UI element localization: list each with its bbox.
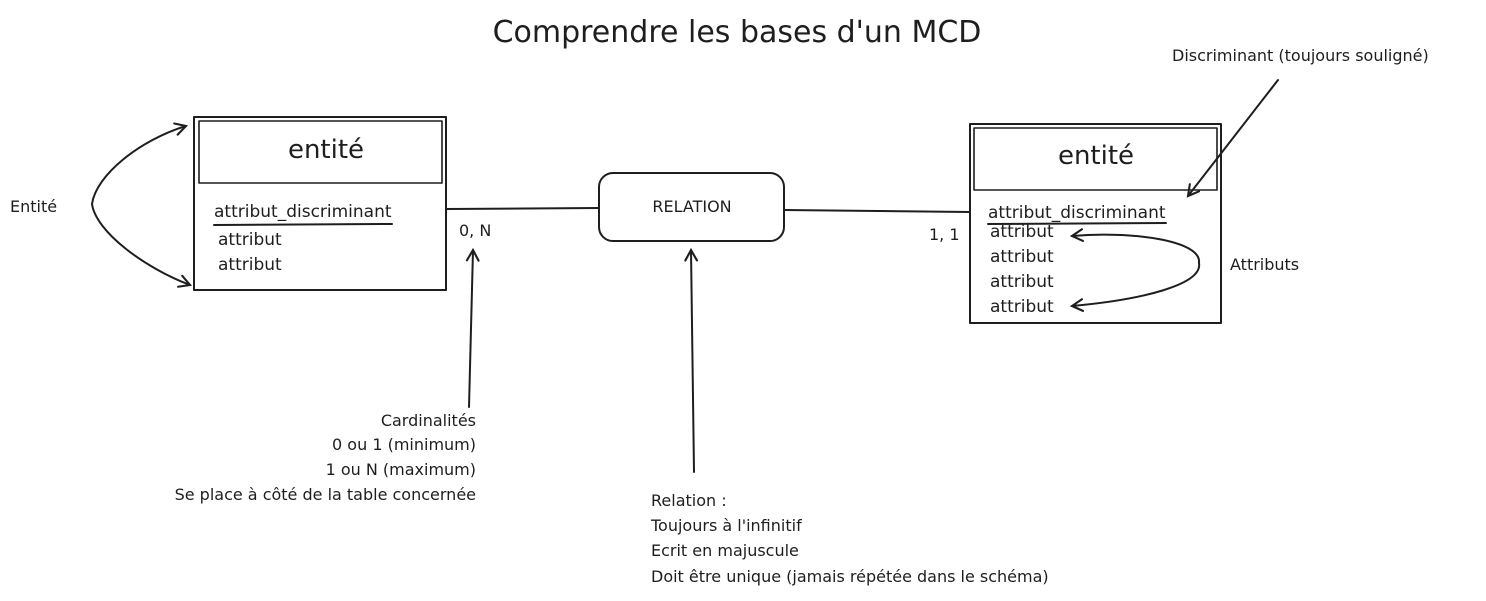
relation-note-line-1: Toujours à l'infinitif [650, 516, 802, 535]
relation-note: Relation : Toujours à l'infinitif Ecrit … [650, 491, 1049, 586]
entity-left-attr-0: attribut_discriminant [214, 202, 392, 222]
entity-left[interactable]: entité attribut_discriminant attribut at… [193, 116, 447, 291]
entity-right[interactable]: entité attribut_discriminant attribut at… [969, 123, 1222, 324]
discriminant-underline-right [987, 222, 1167, 225]
cardinalities-note-line-0: Cardinalités [381, 411, 476, 430]
entity-right-box [969, 123, 1222, 324]
cardinality-left: 0, N [459, 221, 491, 240]
entity-right-attr-3: attribut [990, 272, 1054, 292]
cardinality-right: 1, 1 [929, 225, 960, 244]
discriminant-arrow [1186, 79, 1279, 198]
cardinalities-note-line-2: 1 ou N (maximum) [326, 460, 476, 479]
link-left [445, 207, 600, 210]
relation-note-line-3: Doit être unique (jamais répétée dans le… [651, 567, 1049, 586]
label-entity: Entité [10, 197, 57, 216]
label-attributes: Attributs [1230, 255, 1299, 274]
cardinality-arrow [465, 247, 480, 408]
entity-left-box [193, 116, 447, 291]
relation-note-line-2: Ecrit en majuscule [651, 541, 799, 560]
cardinalities-note-line-1: 0 ou 1 (minimum) [332, 435, 476, 454]
label-discriminant: Discriminant (toujours souligné) [1172, 46, 1429, 65]
relation-arrow [684, 247, 699, 473]
discriminant-underline-left [213, 223, 393, 226]
entity-left-attr-2: attribut [218, 255, 282, 275]
relation-name: RELATION [652, 197, 731, 216]
page-title: Comprendre les bases d'un MCD [493, 15, 982, 50]
entity-left-header [198, 120, 443, 184]
entity-arrow-bottom [91, 203, 193, 288]
link-right [783, 209, 971, 213]
entity-right-attr-2: attribut [990, 247, 1054, 267]
cardinalities-note-line-3: Se place à côté de la table concernée [175, 485, 476, 504]
entity-left-attr-1: attribut [218, 230, 282, 250]
entity-right-attr-1: attribut [990, 222, 1054, 242]
entity-right-attr-4: attribut [990, 297, 1054, 317]
attributes-arrow-bottom [1069, 262, 1201, 312]
relation-note-line-0: Relation : [651, 491, 727, 510]
cardinalities-note: Cardinalités 0 ou 1 (minimum) 1 ou N (ma… [175, 411, 476, 504]
relation[interactable]: RELATION [598, 172, 785, 242]
entity-left-name: entité [288, 135, 364, 165]
entity-right-name: entité [1058, 141, 1134, 171]
attributes-arrow-top [1069, 228, 1201, 264]
entity-right-attr-0: attribut_discriminant [988, 203, 1166, 223]
entity-arrow-top [91, 122, 189, 205]
